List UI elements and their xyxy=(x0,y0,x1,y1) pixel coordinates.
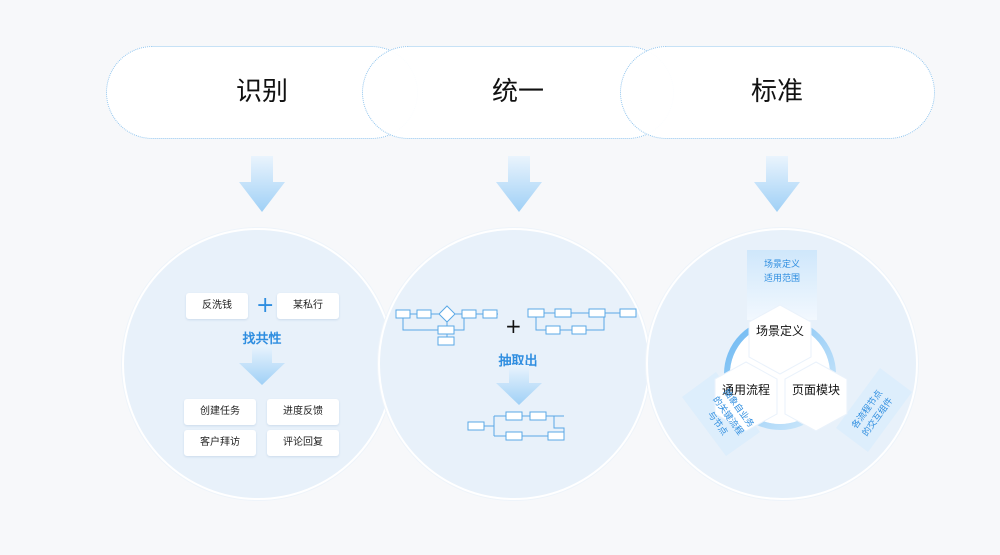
hex-common-flow: 通用流程 xyxy=(721,383,770,397)
pill-standard-label: 标准 xyxy=(750,77,803,107)
plus-icon: + xyxy=(256,293,275,318)
down-arrow-icon xyxy=(496,365,542,405)
ribbon-top-line2: 适用范围 xyxy=(763,274,800,284)
pill-identify-label: 识别 xyxy=(235,77,288,107)
tag-private-bank: 某私行 xyxy=(277,293,339,319)
down-arrow-icon xyxy=(496,156,542,212)
hex-page-module: 页面模块 xyxy=(791,383,840,397)
down-arrow-icon xyxy=(239,156,285,212)
circle-unify xyxy=(378,228,650,500)
hex-scene-definition: 场景定义 xyxy=(755,324,804,338)
tag-progress-feedback: 进度反馈 xyxy=(267,399,339,425)
tag-comment-reply: 评论回复 xyxy=(267,430,339,456)
action-find-commonality: 找共性 xyxy=(242,332,282,347)
tag-anti-money-laundering: 反洗钱 xyxy=(186,293,248,319)
tag-create-task: 创建任务 xyxy=(184,399,256,425)
pill-unify-label: 统一 xyxy=(491,77,544,107)
down-arrow-icon xyxy=(754,156,800,212)
down-arrow-icon xyxy=(239,345,285,385)
plus-icon: + xyxy=(505,314,522,338)
ribbon-top-line1: 场景定义 xyxy=(763,260,800,270)
tag-customer-visit: 客户拜访 xyxy=(184,430,256,456)
pill-standard xyxy=(620,46,935,139)
